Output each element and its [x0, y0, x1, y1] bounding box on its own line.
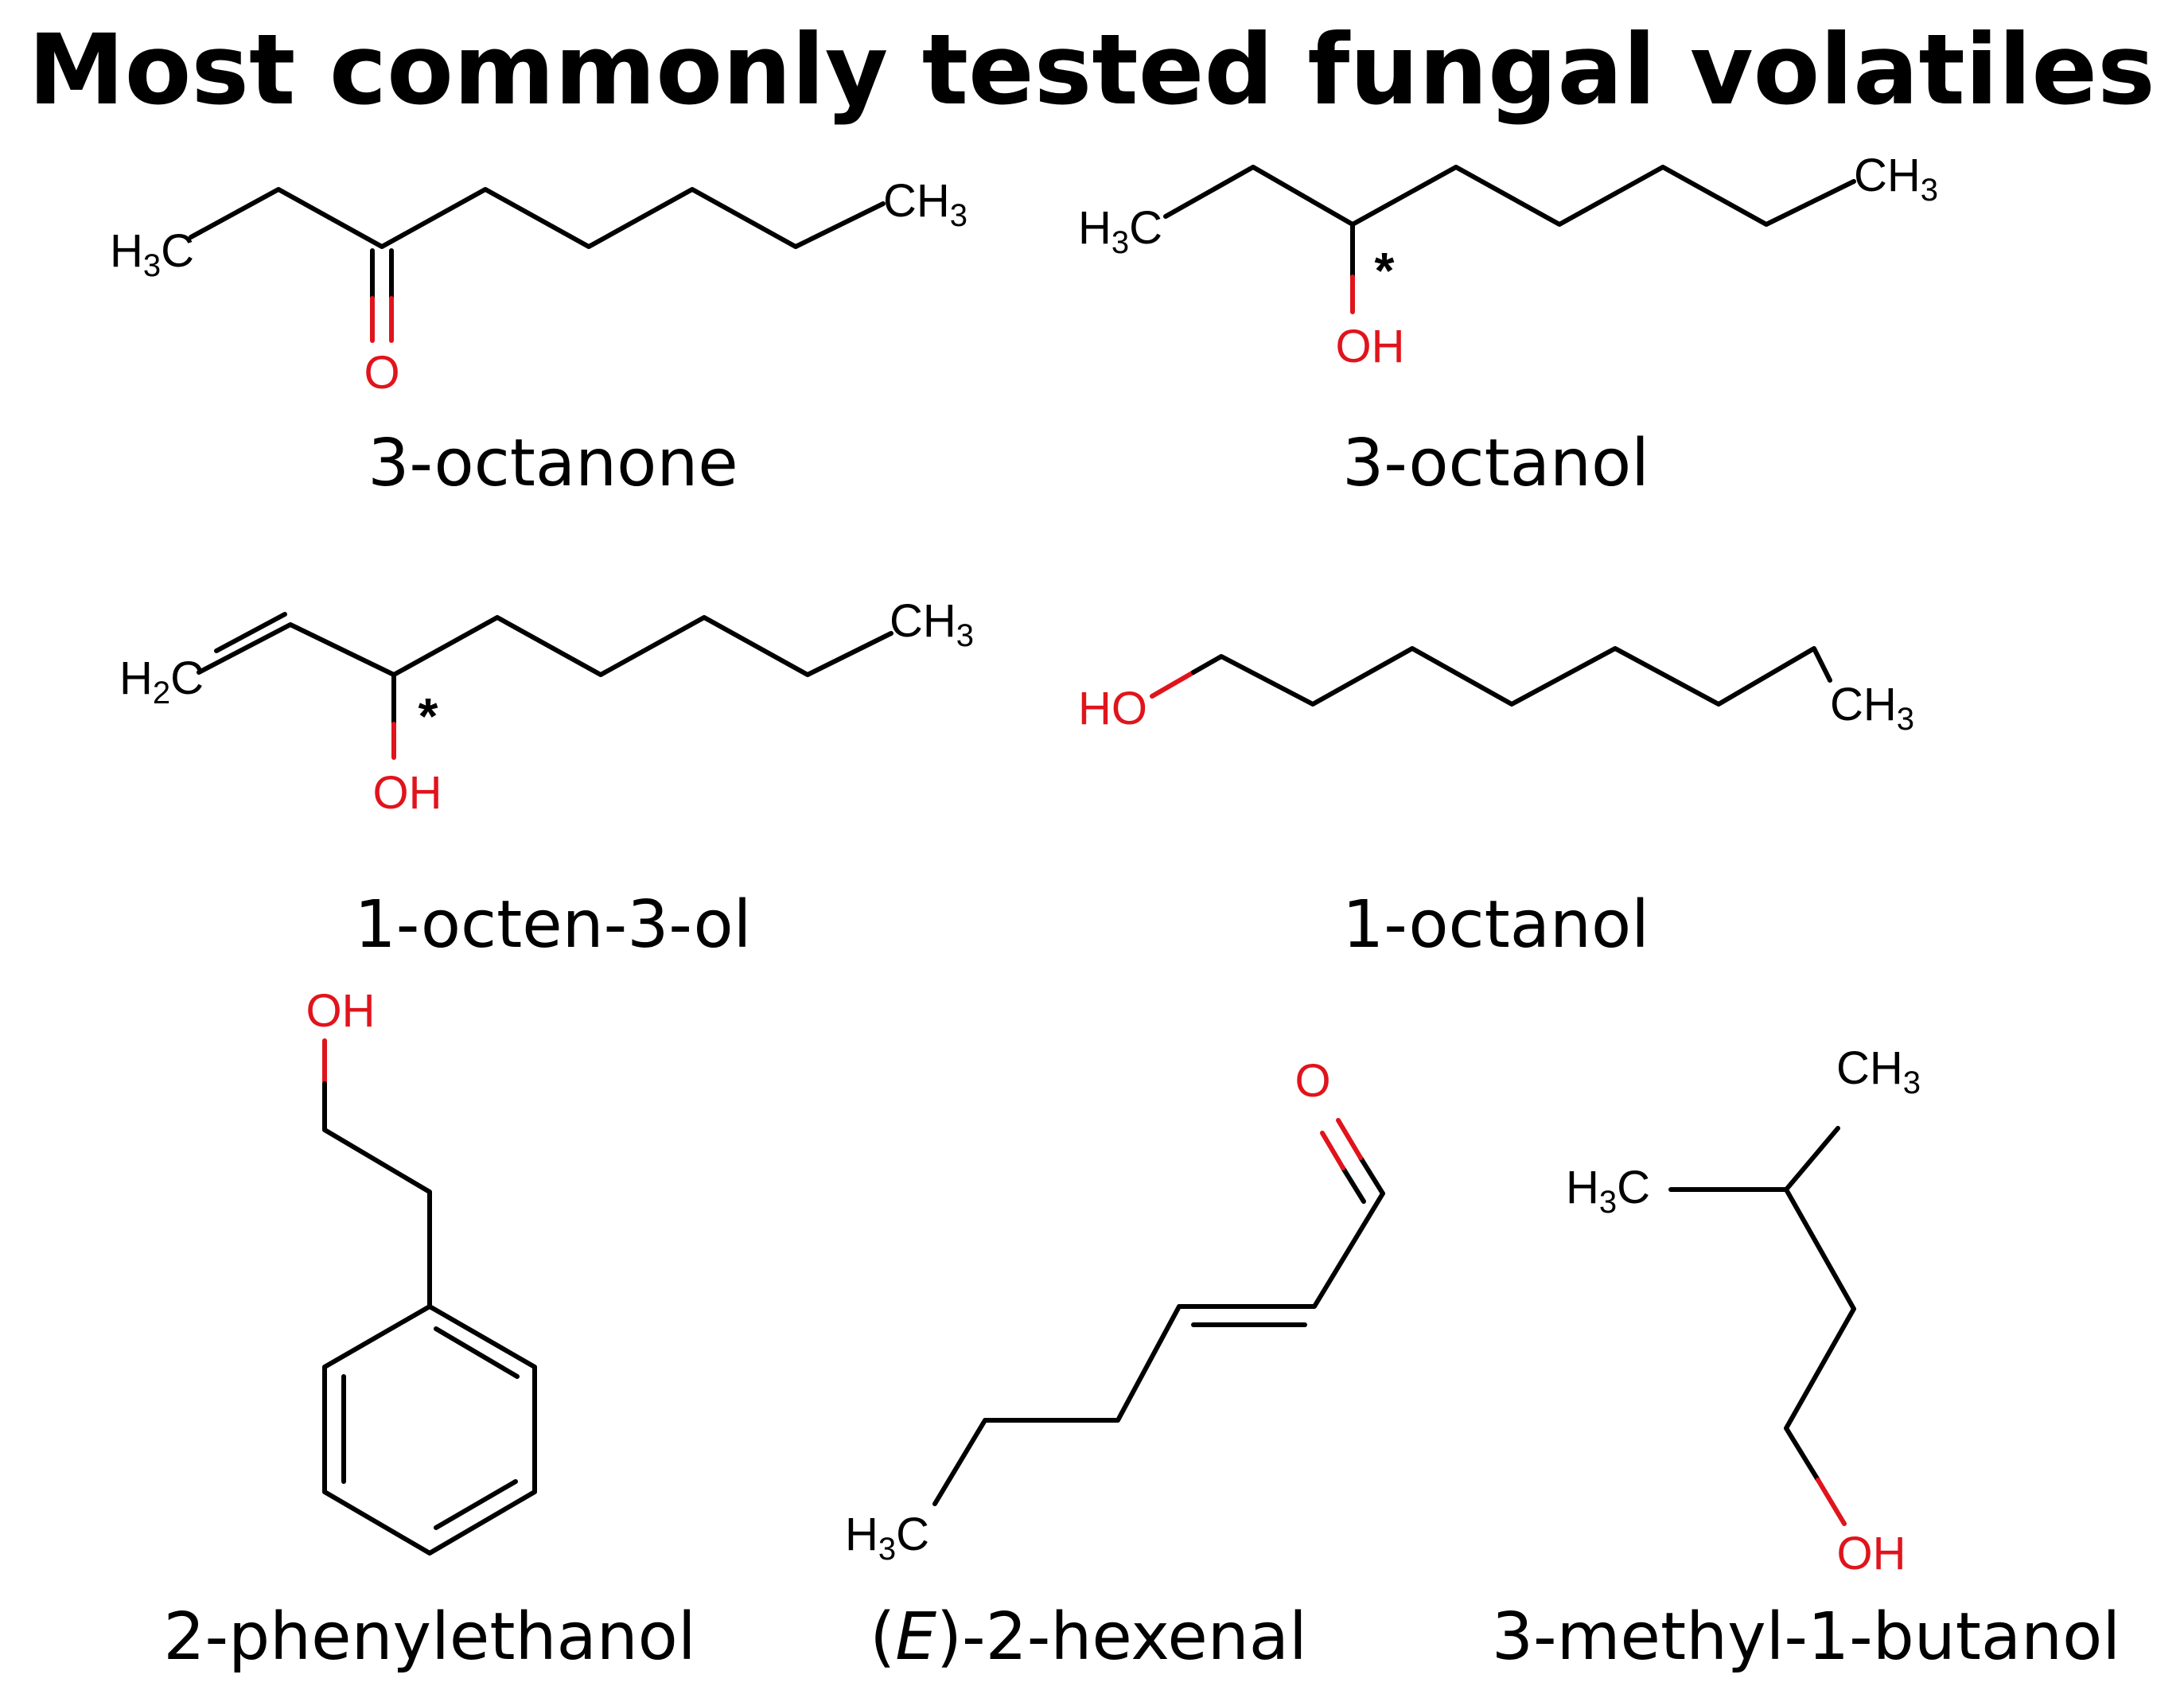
carbon-skeleton: [189, 187, 886, 249]
hydroxyl-label: OH: [373, 767, 442, 819]
oxygen-label: O: [364, 347, 399, 399]
methyl-label-right: CH3: [1854, 150, 1938, 208]
molecule-2-phenylethanol: OH 2-phenylethanol: [163, 985, 695, 1675]
compound-name: (E)-2-hexenal: [870, 1599, 1307, 1675]
molecule-1-octanol: HO CH3 1-octanol: [1078, 646, 1914, 963]
carbon-skeleton: [932, 1191, 1385, 1506]
methyl-label-left: H3C: [110, 225, 194, 283]
carbon-skeleton: [1668, 1126, 1856, 1482]
compound-name: 1-octen-3-ol: [355, 887, 752, 963]
molecule-e-2-hexenal: H3C O (E)-2-hexenal: [845, 1055, 1385, 1675]
molecule-3-methyl-1-butanol: H3C CH3 OH 3-methyl-1-butanol: [1492, 1042, 2120, 1675]
hydroxyl-label: OH: [1336, 321, 1405, 372]
compound-name: 3-methyl-1-butanol: [1492, 1599, 2120, 1675]
aldehyde-bond: [1320, 1118, 1385, 1204]
molecule-3-octanone: H3C CH3 O 3-octanone: [110, 175, 967, 501]
carbon-skeleton: [197, 612, 893, 677]
benzene-ring: [322, 1304, 537, 1556]
methyl-label-left: H3C: [1566, 1162, 1650, 1220]
methyl-label-right: CH3: [883, 175, 967, 233]
hydroxyl-label: OH: [1837, 1528, 1906, 1579]
oxygen-label: O: [1294, 1055, 1330, 1107]
hydroxyl-label: HO: [1078, 683, 1147, 734]
carbon-skeleton: [1191, 646, 1832, 707]
methyl-label-right: CH3: [1830, 679, 1914, 737]
carbon-skeleton: [1163, 165, 1856, 227]
compound-name: 1-octanol: [1342, 887, 1649, 963]
methylene-label: H2C: [119, 652, 204, 711]
o-c-bond-oxygen-half: [1150, 670, 1196, 699]
molecule-3-octanol: * H3C CH3 OH 3-octanol: [1078, 150, 1938, 501]
stereocenter-asterisk: *: [1375, 242, 1395, 299]
methyl-label-right: CH3: [890, 595, 974, 653]
molecule-1-octen-3-ol: * H2C CH3 OH 1-octen-3-ol: [119, 595, 974, 963]
methyl-label-left: H3C: [845, 1509, 929, 1567]
compound-name: 3-octanol: [1342, 426, 1649, 501]
figure-title: Most commonly tested fungal volatiles: [28, 14, 2155, 127]
compound-name: 2-phenylethanol: [163, 1599, 695, 1675]
ethyl-chain: [322, 1081, 432, 1309]
carbonyl-bond: [370, 248, 394, 343]
compound-name: 3-octanone: [368, 426, 738, 501]
hydroxyl-label: OH: [306, 985, 376, 1037]
methyl-label-left: H3C: [1078, 202, 1162, 260]
stereocenter-asterisk: *: [419, 687, 438, 745]
methyl-label-top: CH3: [1836, 1042, 1921, 1100]
c-o-bond-oxygen-half: [1816, 1478, 1847, 1526]
